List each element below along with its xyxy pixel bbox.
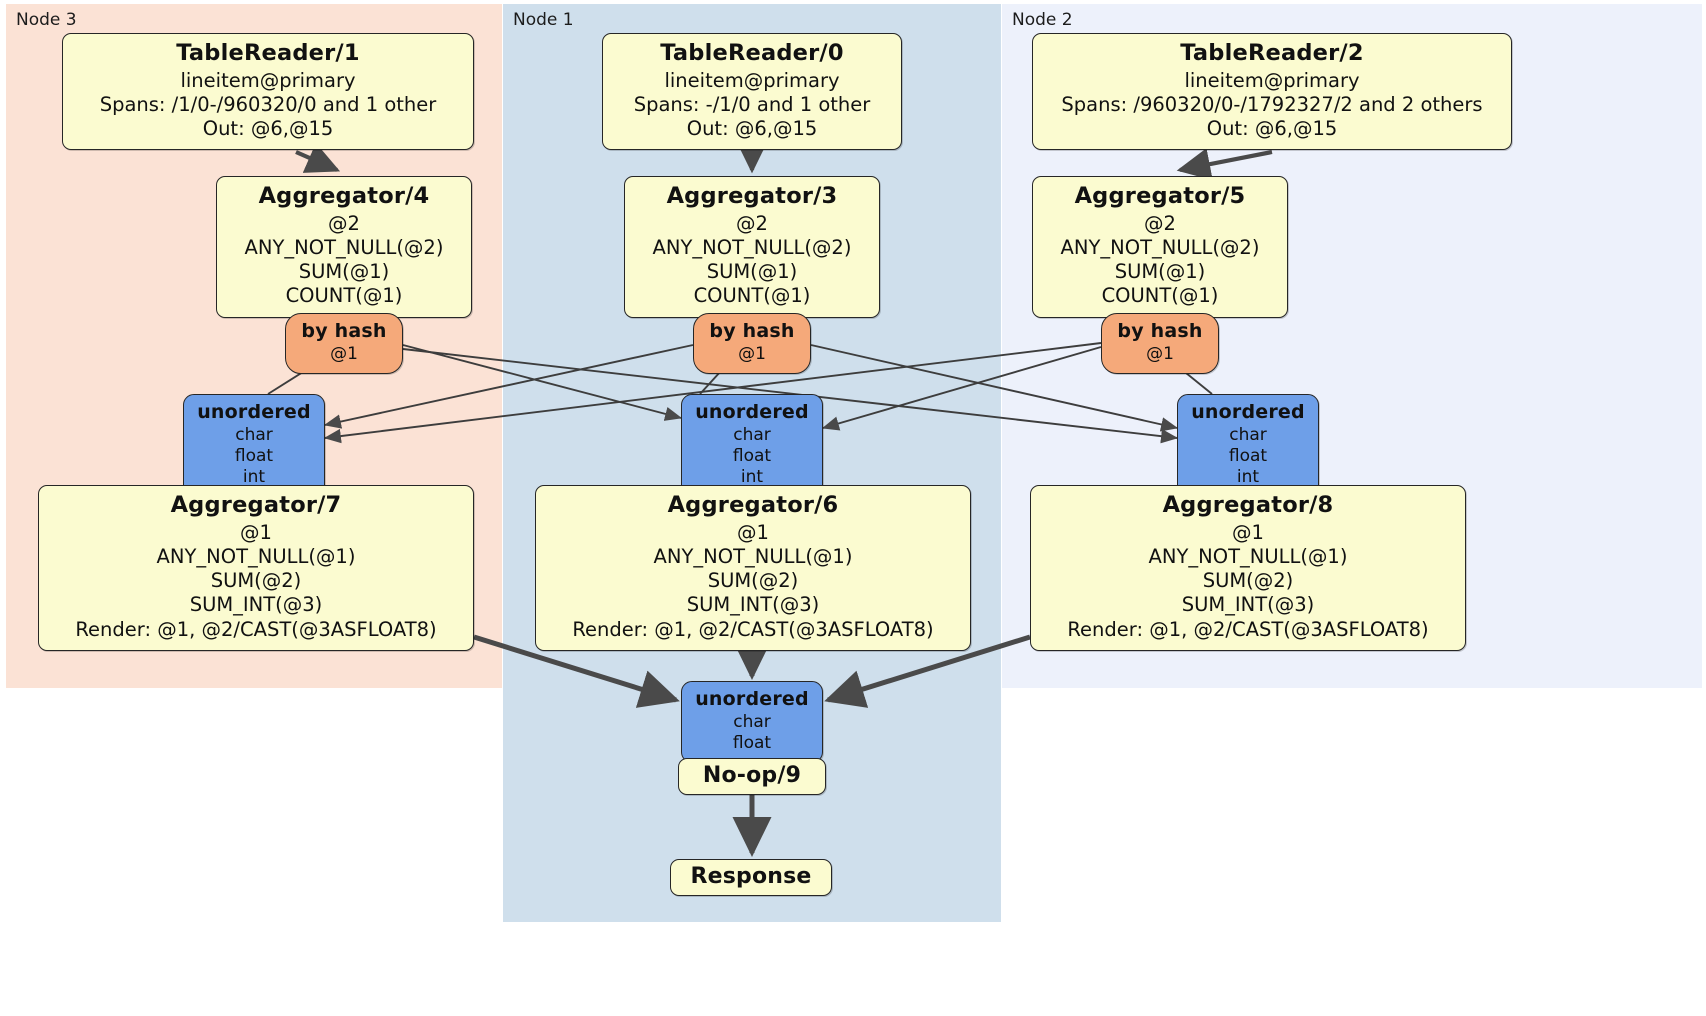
processor-detail-agg-2: SUM(@1) — [706, 260, 798, 284]
router-by-hash-5[interactable]: by hash @1 — [1101, 313, 1219, 374]
processor-detail-agg-2: SUM(@1) — [1114, 260, 1206, 284]
processor-aggregator-4[interactable]: Aggregator/4 @2 ANY_NOT_NULL(@2) SUM(@1)… — [216, 176, 472, 318]
processor-title: TableReader/0 — [660, 40, 844, 66]
processor-detail-agg-1: ANY_NOT_NULL(@2) — [1060, 236, 1260, 260]
processor-detail-agg-2: SUM(@2) — [210, 569, 302, 593]
processor-title: Aggregator/5 — [1074, 183, 1246, 209]
processor-detail-groupcol: @1 — [1232, 520, 1264, 544]
node-region-label-node2: Node 2 — [1012, 10, 1073, 30]
processor-tablereader-2[interactable]: TableReader/2 lineitem@primary Spans: /9… — [1032, 33, 1512, 151]
processor-detail-agg-2: SUM(@2) — [1202, 569, 1294, 593]
processor-detail-agg-1: ANY_NOT_NULL(@1) — [1148, 545, 1348, 569]
processor-detail-agg-1: ANY_NOT_NULL(@1) — [156, 545, 356, 569]
processor-detail-table: lineitem@primary — [1184, 68, 1360, 92]
stream-title: unordered — [197, 401, 311, 423]
processor-detail-out: Out: @6,@15 — [1206, 117, 1338, 141]
stream-title: unordered — [1191, 401, 1305, 423]
processor-title: No-op/9 — [702, 763, 802, 788]
processor-aggregator-7[interactable]: Aggregator/7 @1 ANY_NOT_NULL(@1) SUM(@2)… — [38, 485, 474, 651]
router-column: @1 — [738, 343, 766, 364]
stream-type-2: float — [732, 732, 772, 753]
stream-type-3: int — [1236, 466, 1260, 487]
processor-detail-spans: Spans: -/1/0 and 1 other — [633, 93, 871, 117]
processor-detail-agg-2: SUM(@2) — [707, 569, 799, 593]
processor-detail-render: Render: @1, @2/CAST(@3ASFLOAT8) — [75, 617, 437, 641]
processor-detail-agg-3: SUM_INT(@3) — [189, 593, 323, 617]
processor-detail-groupcol: @2 — [736, 211, 768, 235]
processor-detail-groupcol: @1 — [737, 520, 769, 544]
processor-title: Aggregator/7 — [170, 492, 342, 518]
processor-noop-9[interactable]: No-op/9 — [678, 758, 826, 796]
stream-type-1: char — [733, 424, 771, 445]
processor-detail-table: lineitem@primary — [180, 68, 356, 92]
processor-response[interactable]: Response — [670, 859, 832, 897]
processor-detail-agg-3: COUNT(@1) — [1101, 284, 1219, 308]
processor-title: Aggregator/4 — [258, 183, 430, 209]
stream-title: unordered — [695, 688, 809, 710]
stream-unordered-6[interactable]: unordered char float int — [681, 394, 823, 497]
processor-detail-agg-1: ANY_NOT_NULL(@2) — [244, 236, 444, 260]
node-region-label-node3: Node 3 — [16, 10, 77, 30]
router-by-hash-4[interactable]: by hash @1 — [285, 313, 403, 374]
processor-detail-groupcol: @1 — [240, 520, 272, 544]
processor-title: Aggregator/8 — [1162, 492, 1334, 518]
processor-detail-render: Render: @1, @2/CAST(@3ASFLOAT8) — [572, 617, 934, 641]
processor-detail-agg-3: COUNT(@1) — [285, 284, 403, 308]
processor-tablereader-1[interactable]: TableReader/1 lineitem@primary Spans: /1… — [62, 33, 474, 151]
stream-unordered-final[interactable]: unordered char float — [681, 681, 823, 763]
processor-title: TableReader/2 — [1180, 40, 1364, 66]
processor-detail-agg-3: SUM_INT(@3) — [1181, 593, 1315, 617]
processor-aggregator-8[interactable]: Aggregator/8 @1 ANY_NOT_NULL(@1) SUM(@2)… — [1030, 485, 1466, 651]
router-column: @1 — [1146, 343, 1174, 364]
processor-title: Response — [690, 864, 812, 889]
processor-aggregator-5[interactable]: Aggregator/5 @2 ANY_NOT_NULL(@2) SUM(@1)… — [1032, 176, 1288, 318]
processor-detail-groupcol: @2 — [1144, 211, 1176, 235]
stream-type-1: char — [1229, 424, 1267, 445]
processor-detail-out: Out: @6,@15 — [686, 117, 818, 141]
processor-detail-agg-3: SUM_INT(@3) — [686, 593, 820, 617]
stream-unordered-7[interactable]: unordered char float int — [183, 394, 325, 497]
stream-type-1: char — [733, 711, 771, 732]
stream-title: unordered — [695, 401, 809, 423]
processor-title: Aggregator/3 — [666, 183, 838, 209]
processor-detail-render: Render: @1, @2/CAST(@3ASFLOAT8) — [1067, 617, 1429, 641]
router-title: by hash — [1117, 320, 1203, 342]
processor-title: Aggregator/6 — [667, 492, 839, 518]
processor-detail-agg-1: ANY_NOT_NULL(@1) — [653, 545, 853, 569]
processor-detail-agg-2: SUM(@1) — [298, 260, 390, 284]
stream-unordered-8[interactable]: unordered char float int — [1177, 394, 1319, 497]
processor-detail-spans: Spans: /960320/0-/1792327/2 and 2 others — [1061, 93, 1483, 117]
router-by-hash-3[interactable]: by hash @1 — [693, 313, 811, 374]
processor-title: TableReader/1 — [176, 40, 360, 66]
processor-aggregator-6[interactable]: Aggregator/6 @1 ANY_NOT_NULL(@1) SUM(@2)… — [535, 485, 971, 651]
stream-type-1: char — [235, 424, 273, 445]
processor-detail-spans: Spans: /1/0-/960320/0 and 1 other — [99, 93, 437, 117]
node-region-label-node1: Node 1 — [513, 10, 574, 30]
processor-tablereader-0[interactable]: TableReader/0 lineitem@primary Spans: -/… — [602, 33, 902, 151]
processor-detail-out: Out: @6,@15 — [202, 117, 334, 141]
processor-detail-groupcol: @2 — [328, 211, 360, 235]
stream-type-2: float — [732, 445, 772, 466]
router-title: by hash — [301, 320, 387, 342]
router-column: @1 — [330, 343, 358, 364]
processor-detail-table: lineitem@primary — [664, 68, 840, 92]
router-title: by hash — [709, 320, 795, 342]
processor-aggregator-3[interactable]: Aggregator/3 @2 ANY_NOT_NULL(@2) SUM(@1)… — [624, 176, 880, 318]
stream-type-2: float — [1228, 445, 1268, 466]
stream-type-2: float — [234, 445, 274, 466]
stream-type-3: int — [740, 466, 764, 487]
processor-detail-agg-3: COUNT(@1) — [693, 284, 811, 308]
processor-detail-agg-1: ANY_NOT_NULL(@2) — [652, 236, 852, 260]
stream-type-3: int — [242, 466, 266, 487]
